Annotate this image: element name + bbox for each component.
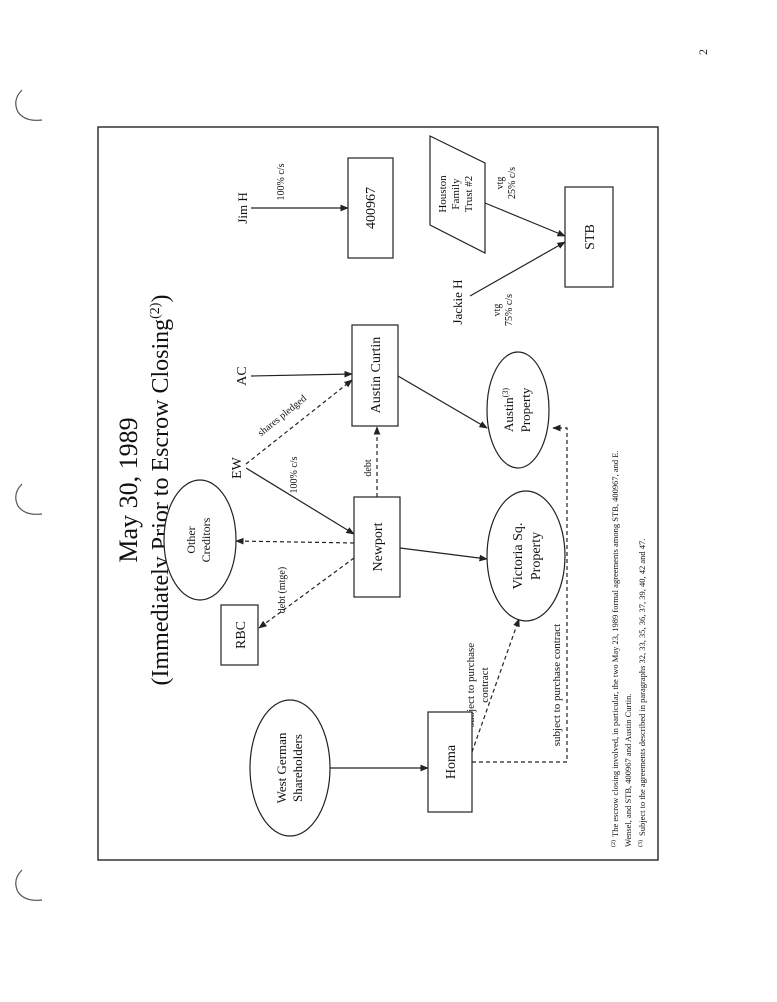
node-label: Austin Curtin — [369, 337, 384, 414]
node-jackie-h: Jackie H — [450, 279, 465, 324]
edge-ew-austincurtin — [245, 379, 353, 465]
diagram-subtitle: (Immediately Prior to Escrow Closing(2)) — [148, 295, 174, 686]
edge-trust-stb — [484, 202, 566, 237]
edge-homa-austin-property — [472, 424, 568, 763]
binder-mark-middle — [15, 483, 43, 515]
label-newport-rbc: debt (mtge) — [277, 567, 288, 613]
node-label: Newport — [371, 522, 386, 571]
footnote-3: (3) Subject to the agreements described i… — [637, 539, 647, 847]
subtitle-text: (Immediately Prior to Escrow Closing — [148, 319, 174, 686]
label-jackie-stb-1: vtg — [492, 304, 503, 317]
node-victoria-sq-property: Victoria Sq. Property — [486, 490, 566, 622]
label-homa-austin-property: subject to purchase contract — [551, 624, 563, 746]
edge-ew-newport — [245, 467, 355, 535]
node-stb: STB — [564, 186, 614, 288]
footnote-3-marker: (3) — [637, 840, 644, 847]
footnote-2-line1: (2) The escrow closing involved, in parti… — [610, 450, 620, 847]
node-rbc: RBC — [220, 604, 259, 666]
node-label-line1: Austin — [501, 397, 516, 432]
footnote-2-line2: Wensel, and STB, 400967 and Austin Curti… — [623, 694, 633, 848]
austin-footnote-marker: (3) — [501, 388, 510, 398]
binder-mark-bottom — [15, 869, 43, 901]
node-label: 400967 — [364, 187, 379, 229]
node-austin-curtin: Austin Curtin — [351, 324, 399, 427]
diagram-frame — [97, 126, 659, 861]
label-ew-newport: 100% c/s — [289, 456, 300, 493]
label-homa-victoria-1: subject to purchase — [465, 643, 477, 727]
label-jim-400967: 100% c/s — [276, 163, 287, 200]
edge-newport-rbc — [258, 557, 355, 629]
node-label: Creditors — [199, 517, 213, 562]
node-jim-h: Jim H — [235, 192, 250, 223]
footnote-2-marker: (2) — [610, 840, 617, 847]
node-label: Trust #2 — [463, 176, 475, 213]
node-label: RBC — [234, 621, 249, 649]
node-newport: Newport — [353, 496, 401, 598]
node-other-creditors: Other Creditors — [163, 479, 237, 601]
edge-jackie-stb — [469, 241, 566, 297]
page-number: 2 — [696, 49, 710, 55]
node-label: Property — [518, 387, 533, 432]
edge-newport-othercreditors — [235, 537, 355, 545]
label-trust-stb-2: 25% c/s — [507, 167, 518, 199]
node-austin-property: Austin(3) Property — [486, 351, 550, 469]
node-label: West German — [274, 732, 289, 803]
label-homa-victoria-2: contract — [479, 667, 491, 702]
node-west-german-shareholders: West German Shareholders — [249, 699, 331, 837]
node-label: Homa — [444, 744, 459, 779]
footnote-2-text: The escrow closing involved, in particul… — [610, 450, 620, 837]
footnotes: (2) The escrow closing involved, in parti… — [610, 450, 647, 847]
node-homa: Homa — [427, 711, 473, 813]
label-ew-austincurtin: shares pledged — [256, 393, 309, 439]
node-label: Houston — [437, 175, 449, 213]
node-label: Other — [184, 526, 198, 553]
diagram-title: May 30, 1989 — [114, 417, 143, 562]
node-label: Austin(3) — [501, 388, 516, 432]
subtitle-close-paren: ) — [148, 295, 174, 303]
edge-ac-austincurtin — [250, 370, 353, 378]
node-label: Property — [529, 532, 544, 580]
label-trust-stb-1: vtg — [495, 177, 506, 190]
label-jackie-stb-2: 75% c/s — [504, 294, 515, 326]
node-label: Victoria Sq. — [511, 523, 526, 590]
edge-newport-victoria — [399, 547, 488, 562]
node-label: Shareholders — [290, 734, 305, 802]
footnote-3-text: Subject to the agreements described in p… — [637, 539, 647, 836]
subtitle-footnote-marker: (2) — [148, 302, 163, 319]
edge-homa-victoria — [471, 618, 520, 753]
binder-mark-top — [15, 89, 43, 121]
label-newport-austincurtin: debt — [363, 459, 374, 476]
node-400967: 400967 — [347, 157, 394, 259]
node-label: Family — [450, 178, 462, 210]
edge-austincurtin-austinproperty — [397, 375, 488, 429]
node-label: STB — [583, 224, 598, 250]
node-ew: EW — [230, 456, 245, 479]
node-ac: AC — [235, 366, 250, 385]
node-houston-family-trust: Houston Family Trust #2 — [429, 135, 486, 254]
